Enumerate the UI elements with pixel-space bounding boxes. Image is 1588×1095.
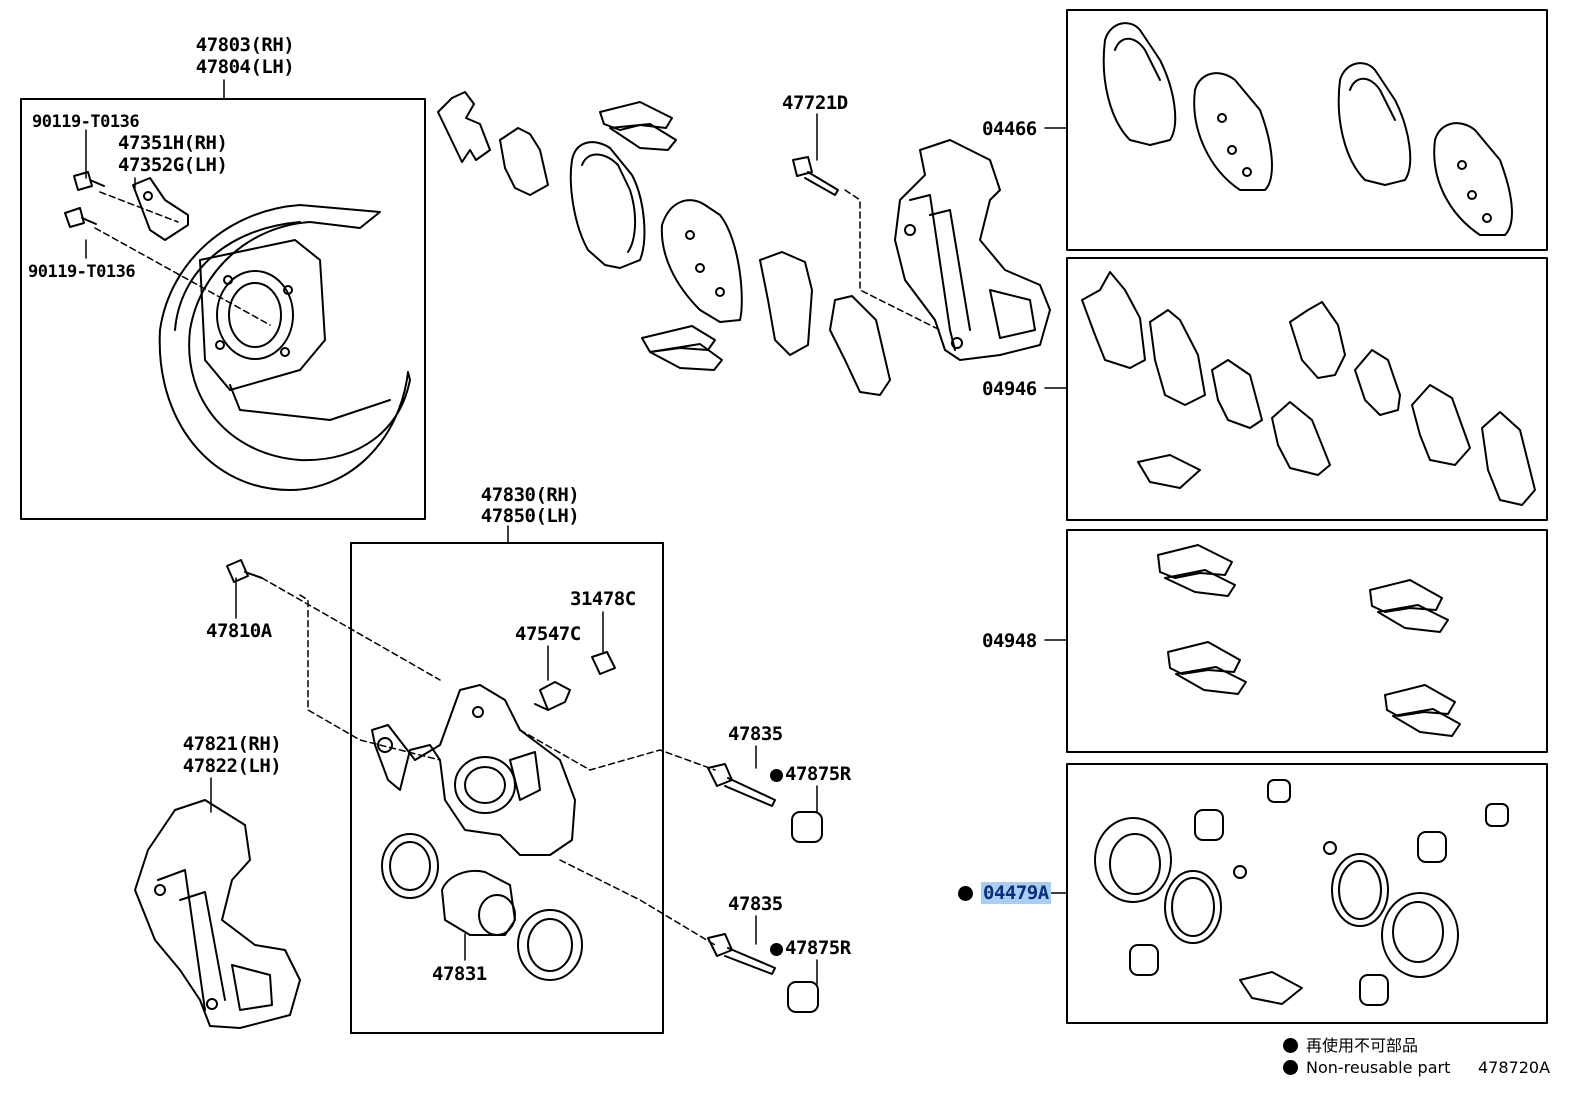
label-slide-pin-1: 47835 [728,723,783,745]
label-boot-2-row: 47875R [770,937,851,959]
label-boot-1-row: 47875R [770,763,851,785]
label-piston: 47831 [432,963,487,985]
label-shield-lh: 47804(LH) [195,56,295,78]
caliper-assembly-frame [350,542,664,1034]
caliper-body [371,684,576,856]
label-caliper-rh: 47830(RH) [480,484,580,506]
legend-jp-text: 再使用不可部品 [1306,1036,1419,1055]
label-bracket-lh: 47352G(LH) [118,154,228,176]
non-reusable-bullet-icon [958,886,973,901]
shield-bracket [132,177,189,241]
label-boot-2: 47875R [785,937,851,959]
caliper-seals [381,833,583,981]
lower-mounting [134,799,301,1029]
center-bolt [792,156,839,196]
legend-jp: 再使用不可部品 [1283,1032,1418,1056]
non-reusable-bullet-icon [1283,1060,1298,1075]
leader-lines [85,79,1068,985]
label-caliper-lh: 47850(LH) [480,505,580,527]
slide-pins [707,763,823,1013]
bleeder-parts [534,651,616,711]
shim-kit-parts [1081,271,1536,506]
label-slide-pin-2: 47835 [728,893,783,915]
dust-shield-frame [20,98,426,520]
union-bolt [226,559,263,583]
clip-kit-frame [1066,529,1548,753]
label-bolt-bottom: 90119-T0136 [28,262,136,282]
label-boot-1: 47875R [785,763,851,785]
dust-shield [158,204,411,491]
label-mount-bolt: 47721D [782,92,848,114]
legend-en-text: Non-reusable part [1306,1058,1451,1077]
label-bleeder-plug: 47547C [515,623,581,645]
label-seal-kit: 04479A [981,882,1051,904]
clip-kit-parts [1157,544,1461,737]
center-mounting [894,139,1051,361]
label-bracket-rh: 47351H(RH) [118,132,228,154]
label-bleeder-cap: 31478C [570,588,636,610]
label-clip-kit: 04948 [982,630,1037,652]
dashed-guides [94,189,941,946]
label-shield-rh: 47803(RH) [195,34,295,56]
center-pads [569,141,743,323]
shim-kit-frame [1066,257,1548,521]
label-shim-kit: 04946 [982,378,1037,400]
non-reusable-bullet-icon [770,769,783,782]
label-mounting-rh: 47821(RH) [182,733,282,755]
pad-kit-parts [1102,22,1513,236]
non-reusable-bullet-icon [1283,1038,1298,1053]
label-seal-kit-row: 04479A [958,882,1051,904]
pad-kit-frame [1066,9,1548,251]
figure-code: 478720A [1478,1058,1551,1077]
center-shims [437,91,891,396]
shield-bolts [64,171,105,228]
label-bolt-top: 90119-T0136 [32,112,140,132]
legend-en: Non-reusable part [1283,1058,1450,1077]
seal-kit-parts [1094,779,1509,1006]
label-union-bolt: 47810A [206,620,272,642]
label-pads-kit: 04466 [982,118,1037,140]
label-mounting-lh: 47822(LH) [182,755,282,777]
non-reusable-bullet-icon [770,943,783,956]
